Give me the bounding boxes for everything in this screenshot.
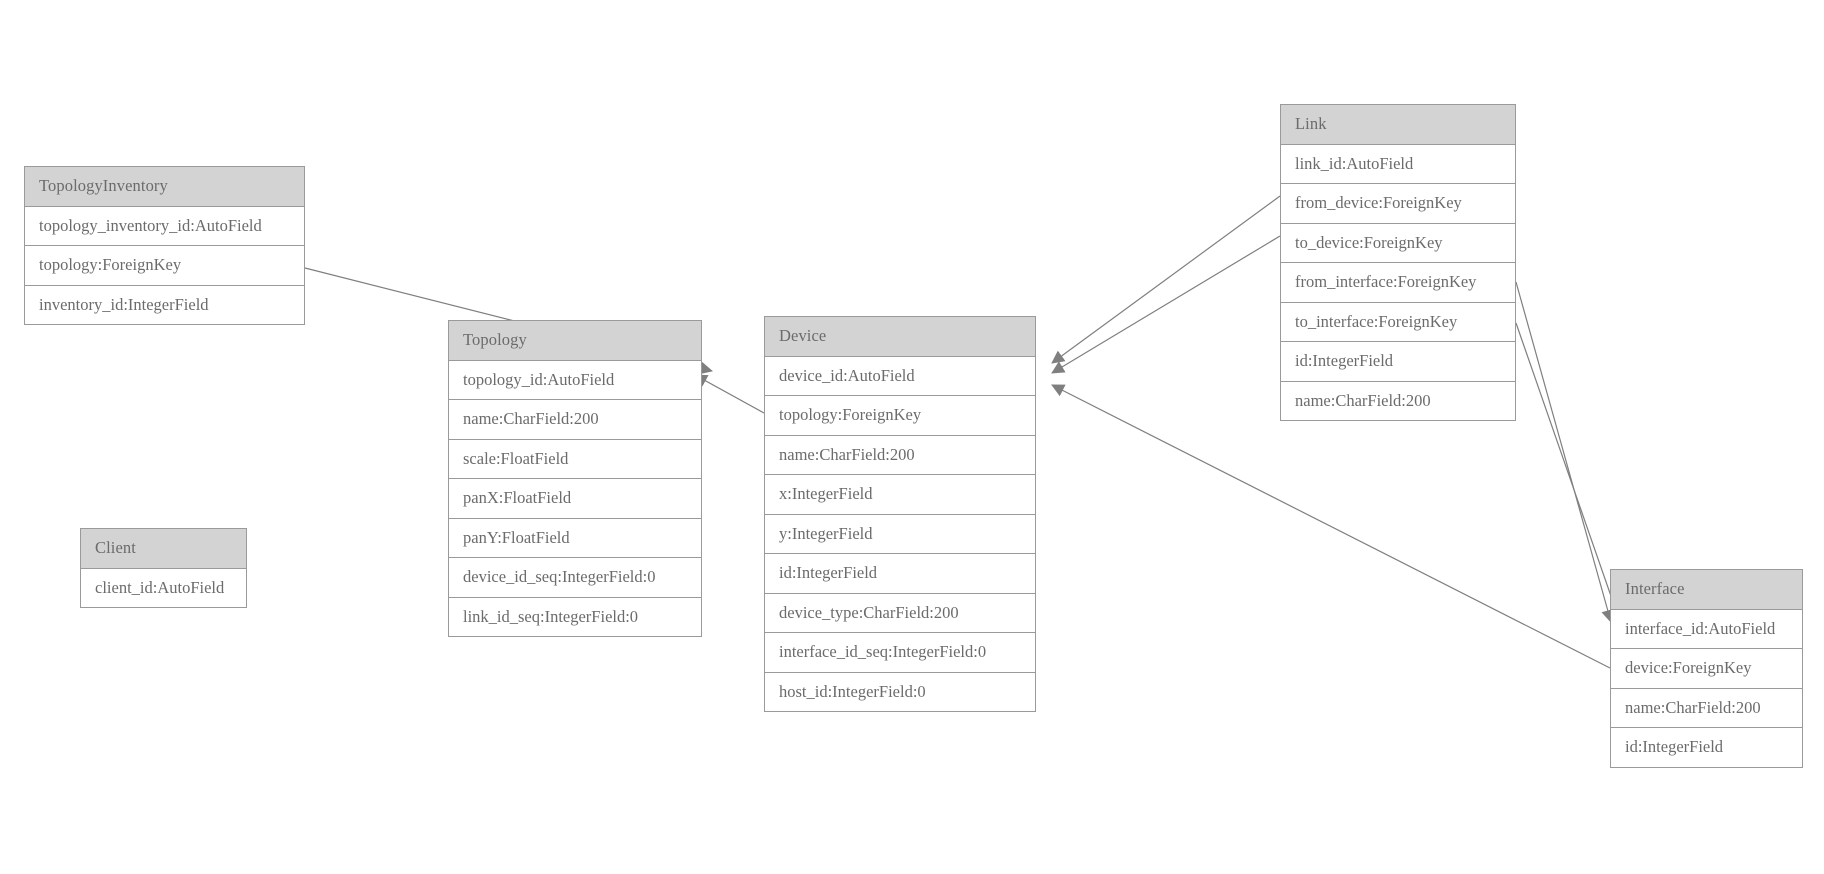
field-row: device_id_seq:IntegerField:0 <box>449 558 701 598</box>
edge-link-to-device-to-device <box>1051 235 1281 374</box>
field-row: to_device:ForeignKey <box>1281 223 1515 263</box>
field-row: host_id:IntegerField:0 <box>765 672 1035 711</box>
field-row: id:IntegerField <box>765 554 1035 594</box>
field-row: from_device:ForeignKey <box>1281 184 1515 224</box>
field-row: id:IntegerField <box>1281 342 1515 382</box>
edge-interface-to-device <box>1051 384 1611 669</box>
field-row: interface_id_seq:IntegerField:0 <box>765 633 1035 673</box>
entity-title-client: Client <box>81 529 246 569</box>
field-row: device_id:AutoField <box>765 356 1035 396</box>
field-row: to_interface:ForeignKey <box>1281 302 1515 342</box>
field-row: x:IntegerField <box>765 475 1035 515</box>
entity-title-topologyinventory: TopologyInventory <box>25 167 304 207</box>
field-row: inventory_id:IntegerField <box>25 285 304 324</box>
edge-device-to-topology <box>694 374 765 414</box>
field-row: id:IntegerField <box>1611 728 1802 767</box>
field-row: interface_id:AutoField <box>1611 609 1802 649</box>
field-row: topology_id:AutoField <box>449 360 701 400</box>
edge-link-from-interface-to-interface <box>1515 281 1615 623</box>
field-row: topology:ForeignKey <box>765 396 1035 436</box>
field-row: from_interface:ForeignKey <box>1281 263 1515 303</box>
entity-interface[interactable]: Interface interface_id:AutoField device:… <box>1610 569 1803 768</box>
field-row: link_id_seq:IntegerField:0 <box>449 597 701 636</box>
field-row: device:ForeignKey <box>1611 649 1802 689</box>
field-row: panY:FloatField <box>449 518 701 558</box>
edge-link-to-interface-to-interface <box>1515 322 1623 623</box>
field-row: scale:FloatField <box>449 439 701 479</box>
entity-topology[interactable]: Topology topology_id:AutoField name:Char… <box>448 320 702 637</box>
entity-title-link: Link <box>1281 105 1515 145</box>
field-row: topology:ForeignKey <box>25 246 304 286</box>
field-row: client_id:AutoField <box>81 568 246 607</box>
entity-link[interactable]: Link link_id:AutoField from_device:Forei… <box>1280 104 1516 421</box>
entity-title-interface: Interface <box>1611 570 1802 610</box>
entity-title-device: Device <box>765 317 1035 357</box>
field-row: name:CharField:200 <box>449 400 701 440</box>
field-row: link_id:AutoField <box>1281 144 1515 184</box>
entity-client[interactable]: Client client_id:AutoField <box>80 528 247 608</box>
field-row: name:CharField:200 <box>1611 688 1802 728</box>
field-row: name:CharField:200 <box>765 435 1035 475</box>
field-row: name:CharField:200 <box>1281 381 1515 420</box>
entity-device[interactable]: Device device_id:AutoField topology:Fore… <box>764 316 1036 712</box>
field-row: panX:FloatField <box>449 479 701 519</box>
field-row: topology_inventory_id:AutoField <box>25 206 304 246</box>
field-row: device_type:CharField:200 <box>765 593 1035 633</box>
entity-title-topology: Topology <box>449 321 701 361</box>
entity-topologyinventory[interactable]: TopologyInventory topology_inventory_id:… <box>24 166 305 325</box>
edge-link-from-device-to-device <box>1051 195 1281 364</box>
field-row: y:IntegerField <box>765 514 1035 554</box>
